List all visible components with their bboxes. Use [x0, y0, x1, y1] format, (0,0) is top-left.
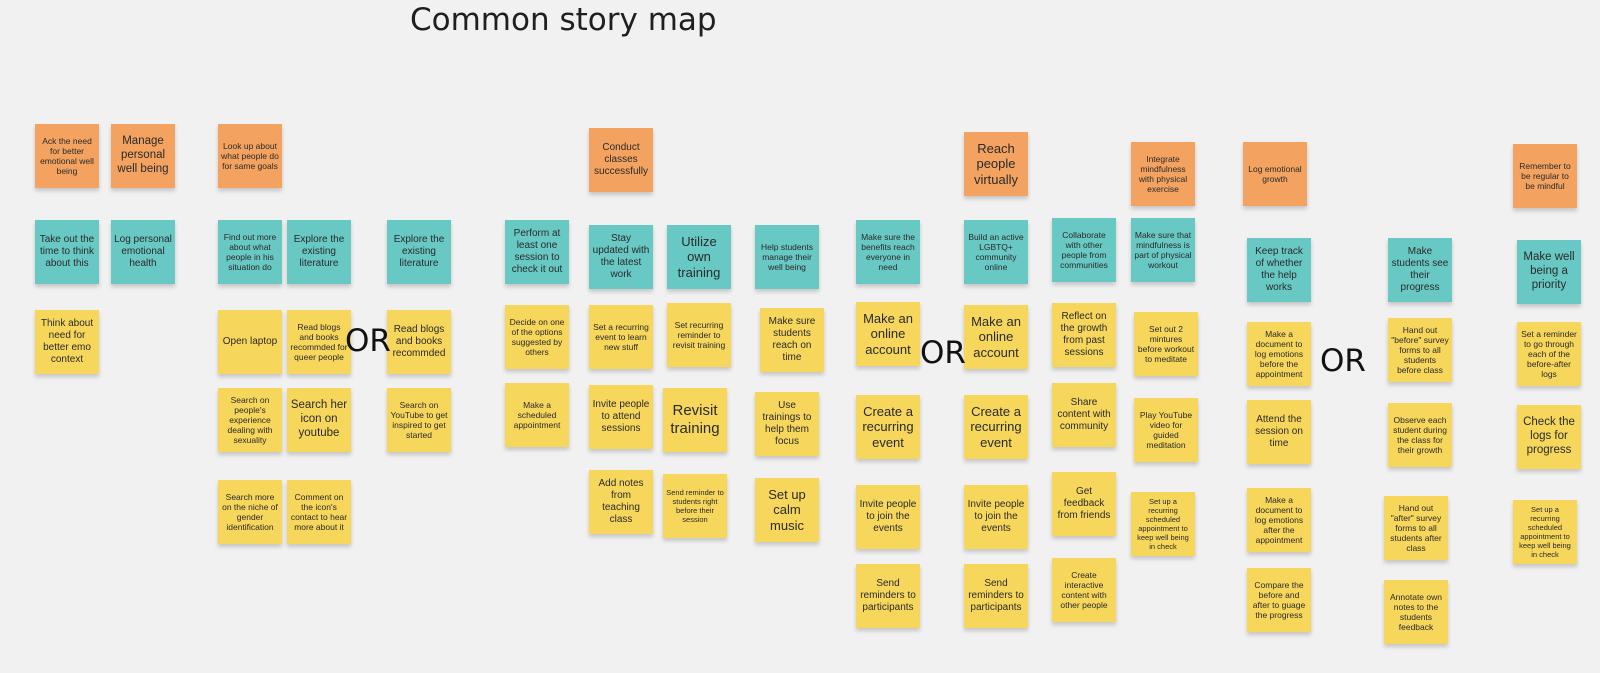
- sticky-note-detail[interactable]: Share content with community: [1052, 383, 1116, 447]
- sticky-note-step[interactable]: Find out more about what people in his s…: [218, 220, 282, 284]
- sticky-note-step[interactable]: Log personal emotional health: [111, 220, 175, 284]
- sticky-note-activity[interactable]: Conduct classes successfully: [589, 128, 653, 192]
- sticky-note-detail[interactable]: Decide on one of the options suggested b…: [505, 305, 569, 369]
- sticky-note-detail[interactable]: Set up a recurring scheduled appointment…: [1131, 492, 1195, 556]
- sticky-note-detail[interactable]: Search more on the niche of gender ident…: [218, 480, 282, 544]
- sticky-note-activity[interactable]: Remember to be regular to be mindful: [1513, 144, 1577, 208]
- sticky-note-detail[interactable]: Create a recurring event: [964, 395, 1028, 459]
- sticky-note-step[interactable]: Make students see their progress: [1388, 238, 1452, 302]
- sticky-note-detail[interactable]: Search on YouTube to get inspired to get…: [387, 388, 451, 452]
- sticky-note-step[interactable]: Make well being a priority: [1517, 240, 1581, 304]
- sticky-note-detail[interactable]: Attend the session on time: [1247, 400, 1311, 464]
- sticky-note-detail[interactable]: Send reminder to students right before t…: [663, 474, 727, 538]
- sticky-note-detail[interactable]: Add notes from teaching class: [589, 470, 653, 534]
- sticky-note-detail[interactable]: Make an online account: [856, 302, 920, 366]
- sticky-note-detail[interactable]: Think about need for better emo context: [35, 310, 99, 374]
- sticky-note-detail[interactable]: Set recurring reminder to revisit traini…: [667, 303, 731, 367]
- sticky-note-activity[interactable]: Reach people virtually: [964, 132, 1028, 196]
- sticky-note-step[interactable]: Perform at least one session to check it…: [505, 220, 569, 284]
- sticky-note-detail[interactable]: Make a document to log emotions before t…: [1247, 322, 1311, 386]
- sticky-note-detail[interactable]: Set out 2 mintures before workout to med…: [1134, 312, 1198, 376]
- sticky-note-detail[interactable]: Observe each student during the class fo…: [1388, 403, 1452, 467]
- sticky-note-step[interactable]: Build an active LGBTQ+ community online: [964, 220, 1028, 284]
- sticky-note-detail[interactable]: Comment on the icon's contact to hear mo…: [287, 480, 351, 544]
- sticky-note-detail[interactable]: Create interactive content with other pe…: [1052, 558, 1116, 622]
- or-separator: OR: [345, 323, 391, 359]
- sticky-note-step[interactable]: Explore the existing literature: [387, 220, 451, 284]
- sticky-note-detail[interactable]: Compare the before and after to guage th…: [1247, 568, 1311, 632]
- sticky-note-detail[interactable]: Open laptop: [218, 310, 282, 374]
- sticky-note-activity[interactable]: Log emotional growth: [1243, 142, 1307, 206]
- sticky-note-detail[interactable]: Play YouTube video for guided meditation: [1134, 398, 1198, 462]
- sticky-note-step[interactable]: Make sure that mindfulness is part of ph…: [1131, 218, 1195, 282]
- or-separator: OR: [1320, 343, 1366, 379]
- sticky-note-detail[interactable]: Read blogs and books recommded for queer…: [287, 310, 351, 374]
- sticky-note-detail[interactable]: Search on people's experience dealing wi…: [218, 388, 282, 452]
- sticky-note-detail[interactable]: Make a document to log emotions after th…: [1247, 488, 1311, 552]
- sticky-note-detail[interactable]: Create a recurring event: [856, 395, 920, 459]
- sticky-note-step[interactable]: Keep track of whether the help works: [1247, 238, 1311, 302]
- sticky-note-detail[interactable]: Set up a recurring scheduled appointment…: [1513, 500, 1577, 564]
- sticky-note-step[interactable]: Collaborate with other people from commu…: [1052, 218, 1116, 282]
- sticky-note-step[interactable]: Help students manage their well being: [755, 225, 819, 289]
- sticky-note-detail[interactable]: Make a scheduled appointment: [505, 383, 569, 447]
- or-separator: OR: [920, 335, 966, 371]
- sticky-note-detail[interactable]: Set a reminder to go through each of the…: [1517, 322, 1581, 386]
- sticky-note-step[interactable]: Make sure the benefits reach everyone in…: [856, 220, 920, 284]
- sticky-note-activity[interactable]: Ack the need for better emotional well b…: [35, 124, 99, 188]
- sticky-note-detail[interactable]: Make an online account: [964, 305, 1028, 369]
- sticky-note-detail[interactable]: Hand out "after" survey forms to all stu…: [1384, 496, 1448, 560]
- sticky-note-activity[interactable]: Look up about what people do for same go…: [218, 124, 282, 188]
- sticky-note-detail[interactable]: Invite people to join the events: [964, 485, 1028, 549]
- sticky-note-detail[interactable]: Revisit training: [663, 388, 727, 452]
- sticky-note-detail[interactable]: Make sure students reach on time: [760, 308, 824, 372]
- sticky-note-detail[interactable]: Set a recurring event to learn new stuff: [589, 305, 653, 369]
- sticky-note-activity[interactable]: Manage personal well being: [111, 124, 175, 188]
- sticky-note-detail[interactable]: Read blogs and books recommded: [387, 310, 451, 374]
- sticky-note-detail[interactable]: Reflect on the growth from past sessions: [1052, 303, 1116, 367]
- sticky-note-step[interactable]: Utilize own training: [667, 225, 731, 289]
- sticky-note-detail[interactable]: Set up calm music: [755, 478, 819, 542]
- sticky-note-detail[interactable]: Hand out "before" survey forms to all st…: [1388, 318, 1452, 382]
- sticky-note-detail[interactable]: Send reminders to participants: [964, 564, 1028, 628]
- sticky-note-step[interactable]: Stay updated with the latest work: [589, 225, 653, 289]
- sticky-note-detail[interactable]: Get feedback from friends: [1052, 472, 1116, 536]
- sticky-note-step[interactable]: Take out the time to think about this: [35, 220, 99, 284]
- sticky-note-detail[interactable]: Search her icon on youtube: [287, 388, 351, 452]
- sticky-note-detail[interactable]: Invite people to join the events: [856, 485, 920, 549]
- sticky-note-step[interactable]: Explore the existing literature: [287, 220, 351, 284]
- sticky-note-detail[interactable]: Use trainings to help them focus: [755, 392, 819, 456]
- sticky-note-activity[interactable]: Integrate mindfulness with physical exer…: [1131, 142, 1195, 206]
- sticky-note-detail[interactable]: Invite people to attend sessions: [589, 385, 653, 449]
- board-title: Common story map: [410, 2, 717, 38]
- sticky-note-detail[interactable]: Send reminders to participants: [856, 564, 920, 628]
- sticky-note-detail[interactable]: Check the logs for progress: [1517, 405, 1581, 469]
- sticky-note-detail[interactable]: Annotate own notes to the students feedb…: [1384, 580, 1448, 644]
